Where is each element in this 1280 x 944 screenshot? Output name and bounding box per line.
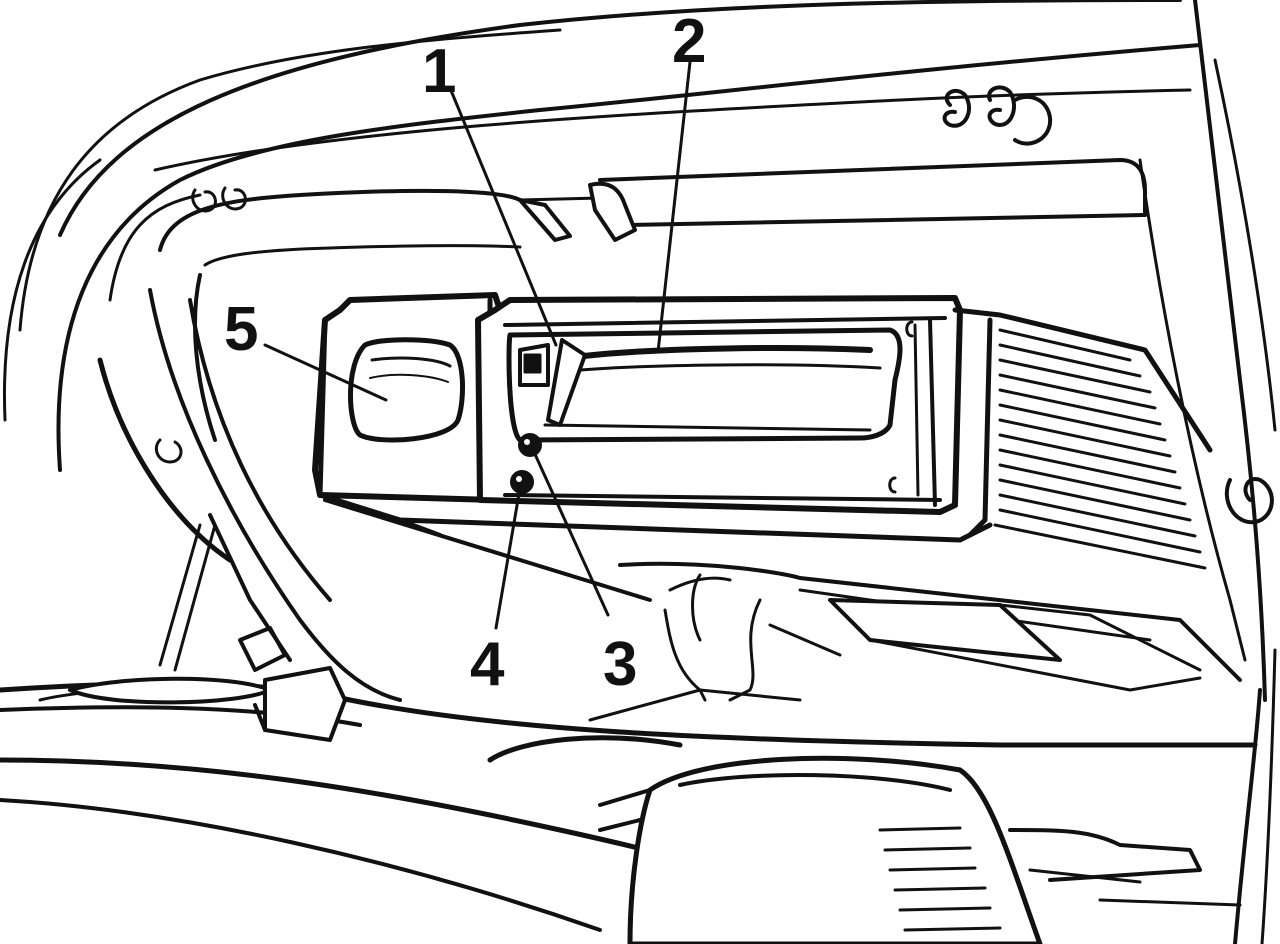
lower-dashboard: [0, 513, 1258, 944]
leader-1: [448, 86, 558, 347]
callout-label-5: 5: [224, 295, 258, 364]
leader-2: [656, 60, 692, 354]
callout-labels: 1 2 3 4 5: [224, 7, 706, 699]
leader-5: [263, 343, 388, 402]
callout-leaders: [263, 60, 692, 630]
callout-label-2: 2: [672, 7, 706, 76]
leader-4: [494, 486, 522, 630]
callout-label-4: 4: [470, 630, 505, 699]
callout-label-1: 1: [422, 37, 456, 106]
ashtray-housing: [312, 292, 503, 503]
callout-label-3: 3: [603, 630, 637, 699]
glovebox-floor: [588, 561, 1242, 722]
leader-3: [532, 450, 610, 617]
radio-unit: [317, 295, 1213, 602]
